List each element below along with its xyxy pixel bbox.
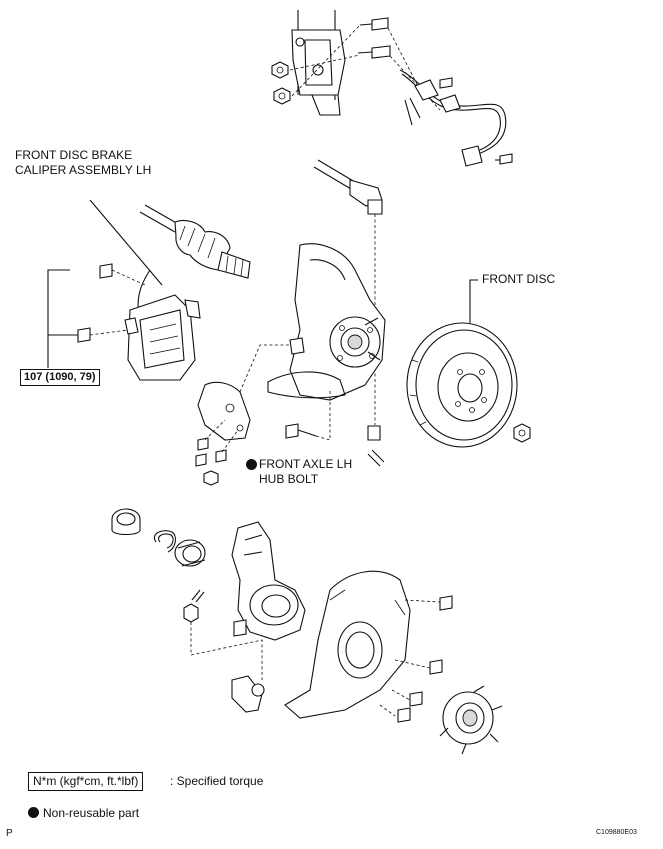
lower-ball-joint [231, 675, 265, 713]
shock-absorber-bracket [291, 10, 346, 116]
legend-unit-box: N*m (kgf*cm, ft.*lbf) [28, 772, 144, 791]
non-reusable-dot-icon [28, 807, 39, 818]
knuckle-hub-assembly [267, 243, 386, 401]
front-disc-label: FRONT DISC [482, 272, 556, 286]
hub-bolt [285, 390, 385, 467]
torque-bracket-line [47, 269, 78, 368]
dust-cover-left [197, 344, 290, 441]
steering-knuckle [183, 521, 306, 680]
drive-shaft [139, 204, 251, 279]
caliper-assembly-label: FRONT DISC BRAKE CALIPER ASSEMBLY LH [15, 148, 152, 177]
bracket-bolts [271, 17, 441, 111]
non-reusable-marker-icon [246, 459, 257, 470]
speed-sensor-harness [399, 69, 513, 167]
torque-spec-box: 107 (1090, 79) [20, 369, 100, 386]
dust-cover-lower [284, 570, 453, 723]
figure-code: C109880E03 [596, 829, 637, 836]
axle-hub-flange [439, 685, 503, 755]
legend-nonreusable: Non-reusable part [28, 806, 139, 821]
bearing-parts [111, 508, 206, 567]
corner-letter: P [6, 828, 13, 839]
legend-unit-description: : Specified torque [170, 774, 264, 788]
brake-caliper [77, 199, 201, 381]
hub-bolt-label-text: FRONT AXLE LH HUB BOLT [259, 457, 353, 486]
legend-nonreusable-text: Non-reusable part [43, 806, 140, 820]
dust-cover-bolts [195, 419, 239, 486]
front-disc-rotor [406, 279, 531, 448]
